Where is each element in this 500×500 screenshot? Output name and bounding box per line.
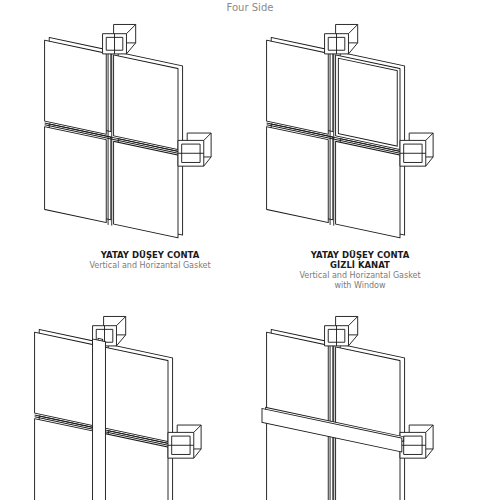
turkish-caption: YATAY DÜŞEY CONTA GİZLİ KANAT: [309, 250, 411, 270]
english-caption: Vertical and Horizantal Gasket with Wind…: [298, 271, 423, 290]
wall-gasket: [45, 24, 212, 240]
turkish-caption: YATAY DÜŞEY CONTA: [101, 250, 200, 260]
wall-horizontal-cap: [262, 316, 433, 500]
subtitle: Four Side: [227, 2, 274, 14]
wall-gasket-window: [267, 24, 434, 240]
english-caption: Vertical and Horizantal Gasket: [89, 261, 210, 271]
wall-vertical-cap: [35, 316, 202, 500]
